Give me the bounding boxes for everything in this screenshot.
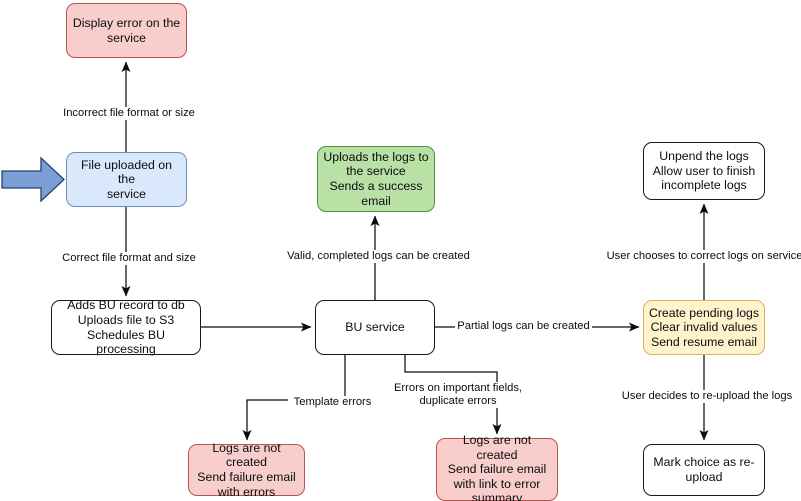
node-adds-bu-record[interactable]: Adds BU record to db Uploads file to S3 … bbox=[51, 298, 201, 356]
edge-label-user-corrects: User chooses to correct logs on service bbox=[604, 250, 801, 263]
entry-block-arrow bbox=[1, 156, 65, 203]
edge-label-valid-logs: Valid, completed logs can be created bbox=[283, 250, 474, 263]
node-display-error[interactable]: Display error on the service bbox=[66, 3, 187, 58]
edge-label-user-reupload: User decides to re-upload the logs bbox=[617, 390, 797, 403]
edge-label-partial-logs: Partial logs can be created bbox=[455, 320, 592, 333]
edge-label-template-errors: Template errors bbox=[288, 396, 377, 409]
node-uploads-logs[interactable]: Uploads the logs to the service Sends a … bbox=[317, 146, 435, 212]
node-create-pending-logs[interactable]: Create pending logs Clear invalid values… bbox=[643, 300, 765, 355]
edge-label-errors-important: Errors on important fields, duplicate er… bbox=[390, 382, 526, 408]
node-logs-not-created-1[interactable]: Logs are not created Send failure email … bbox=[188, 441, 305, 499]
node-logs-not-created-2[interactable]: Logs are not created Send failure email … bbox=[436, 433, 558, 501]
node-bu-service[interactable]: BU service bbox=[315, 300, 435, 355]
node-file-uploaded[interactable]: File uploaded on the service bbox=[66, 152, 187, 207]
edge-label-incorrect-format: Incorrect file format or size bbox=[57, 107, 201, 120]
node-mark-reupload[interactable]: Mark choice as re- upload bbox=[643, 444, 765, 496]
node-unpend-logs[interactable]: Unpend the logs Allow user to finish inc… bbox=[643, 142, 765, 200]
edge-label-correct-format: Correct file format and size bbox=[56, 252, 202, 265]
